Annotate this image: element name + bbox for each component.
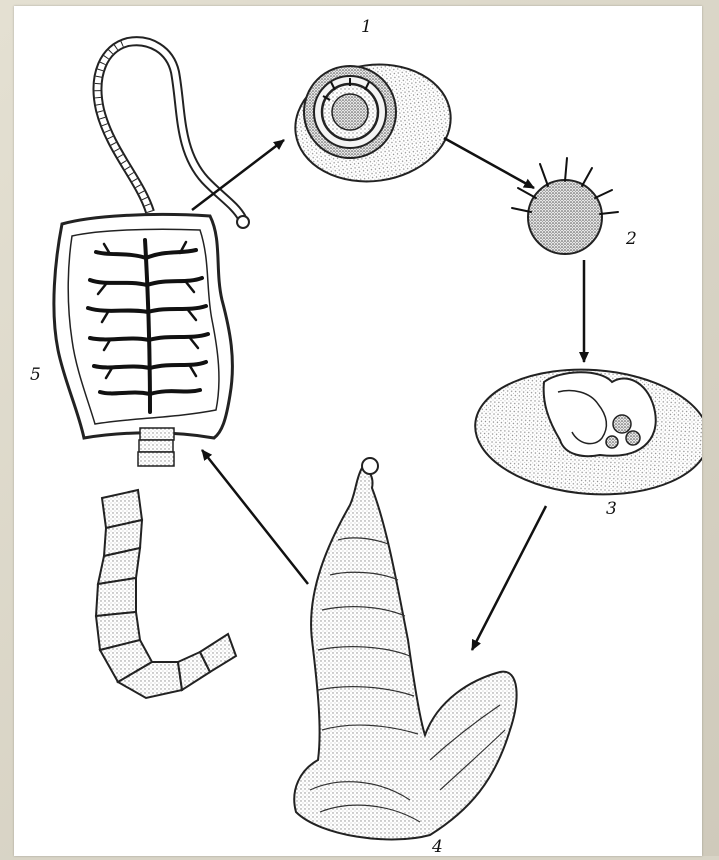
stage-label-3: 3: [606, 499, 617, 519]
arrow-1-to-2: [444, 138, 534, 188]
lifecycle-diagram-panel: 1 2 3 4 5: [14, 6, 702, 856]
arrow-4-to-5: [202, 450, 308, 584]
stage-1-egg: [288, 55, 459, 192]
stage-label-5: 5: [30, 365, 41, 385]
stage-label-4: 4: [431, 837, 443, 856]
stage-4-larva: [294, 458, 516, 839]
stage-2-oncosphere: [512, 158, 618, 254]
stage-5-adult: [54, 41, 249, 466]
stage-label-2: 2: [625, 229, 637, 249]
arrow-3-to-4: [472, 506, 546, 650]
stage-label-1: 1: [361, 17, 372, 37]
stage-3-cysticercus: [471, 362, 702, 502]
lifecycle-diagram: 1 2 3 4 5: [14, 6, 702, 856]
proglottid-chain: [96, 490, 236, 698]
